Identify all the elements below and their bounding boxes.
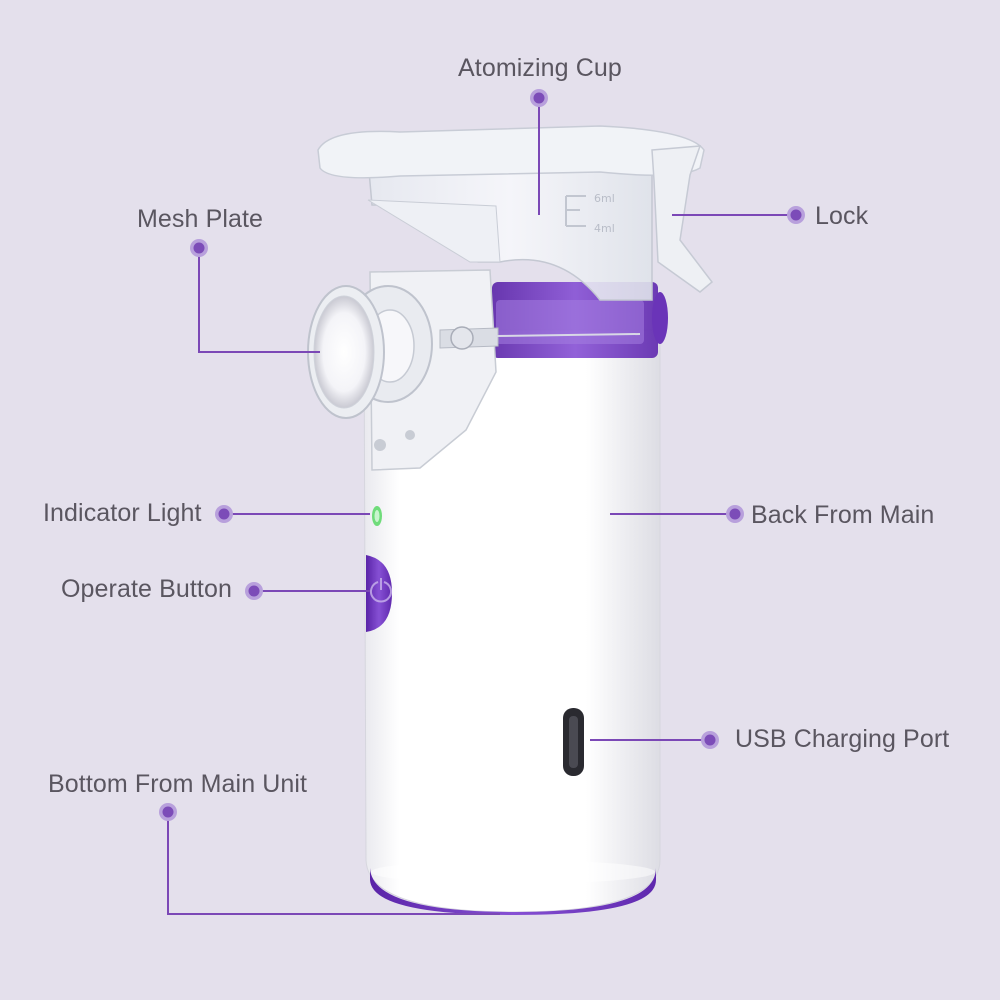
label-lock: Lock (815, 202, 869, 230)
leader-bottom-from-main-unit (167, 812, 500, 915)
label-back-from-main: Back From Main (751, 501, 935, 529)
operate-button (366, 555, 392, 632)
label-bottom-from-main-unit: Bottom From Main Unit (48, 770, 308, 798)
label-atomizing-cup: Atomizing Cup (458, 54, 622, 82)
indicator-light (372, 506, 382, 526)
purple-collar (492, 282, 668, 358)
lock-tab (651, 145, 714, 293)
dot-bottom-from-main-unit (159, 803, 177, 821)
mesh-plate-assembly (307, 269, 641, 471)
leader-mesh-plate (198, 248, 320, 353)
cup-marking-upper: 6ml (594, 192, 615, 205)
dot-indicator-light (215, 505, 233, 523)
label-usb-charging-port: USB Charging Port (735, 725, 950, 753)
label-mesh-plate: Mesh Plate (137, 205, 264, 233)
dot-lock (787, 206, 805, 224)
atomizing-cup: 6ml 4ml (317, 125, 705, 301)
leader-lines (167, 100, 796, 915)
dot-mesh-plate (190, 239, 208, 257)
dot-operate-button (245, 582, 263, 600)
main-unit-body (363, 329, 661, 915)
dot-back-from-main (726, 505, 744, 523)
dot-atomizing-cup (530, 89, 548, 107)
label-operate-button: Operate Button (61, 575, 232, 603)
leader-dots (159, 89, 805, 821)
cup-marking-lower: 4ml (594, 222, 615, 235)
label-indicator-light: Indicator Light (43, 499, 202, 527)
dot-usb-charging-port (701, 731, 719, 749)
usb-charging-port (563, 708, 584, 776)
